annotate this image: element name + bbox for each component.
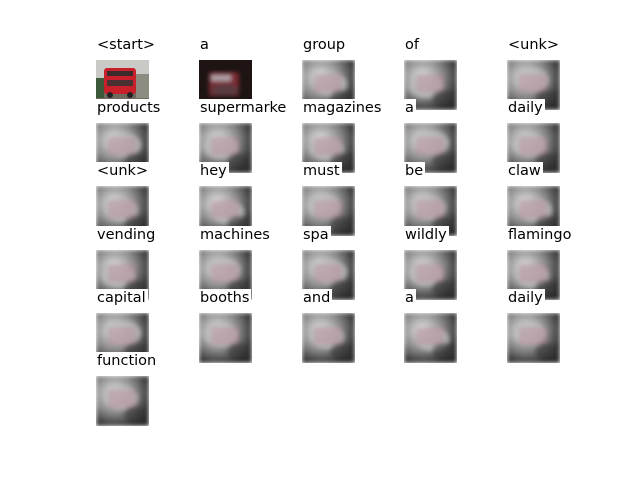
token-label: of [404, 36, 421, 54]
token-label: function [96, 352, 159, 370]
attention-map-image [404, 60, 457, 114]
token-label: a [199, 36, 211, 54]
token-label: supermarke [199, 99, 289, 117]
token-label: wildly [404, 226, 449, 244]
token-label: products [96, 99, 163, 117]
token-label: and [302, 289, 333, 307]
token-label: a [404, 99, 416, 117]
token-label: claw [507, 162, 543, 180]
attention-map-image [302, 313, 355, 367]
token-label: hey [199, 162, 229, 180]
attention-map-image [404, 313, 457, 367]
token-label: vending [96, 226, 158, 244]
attention-map-image [96, 376, 149, 430]
attention-map-image [199, 313, 252, 367]
token-label: <unk> [96, 162, 151, 180]
token-label: must [302, 162, 342, 180]
attention-map-image [507, 313, 560, 367]
attention-map-image [302, 123, 355, 177]
token-label: <start> [96, 36, 158, 54]
token-label: be [404, 162, 426, 180]
token-label: machines [199, 226, 272, 244]
token-label: capital [96, 289, 148, 307]
token-label: <unk> [507, 36, 562, 54]
token-label: booths [199, 289, 252, 307]
token-label: flamingo [507, 226, 574, 244]
token-label: group [302, 36, 348, 54]
token-label: magazines [302, 99, 384, 117]
token-label: a [404, 289, 416, 307]
token-label: spa [302, 226, 331, 244]
token-label: daily [507, 99, 545, 117]
token-label: daily [507, 289, 545, 307]
